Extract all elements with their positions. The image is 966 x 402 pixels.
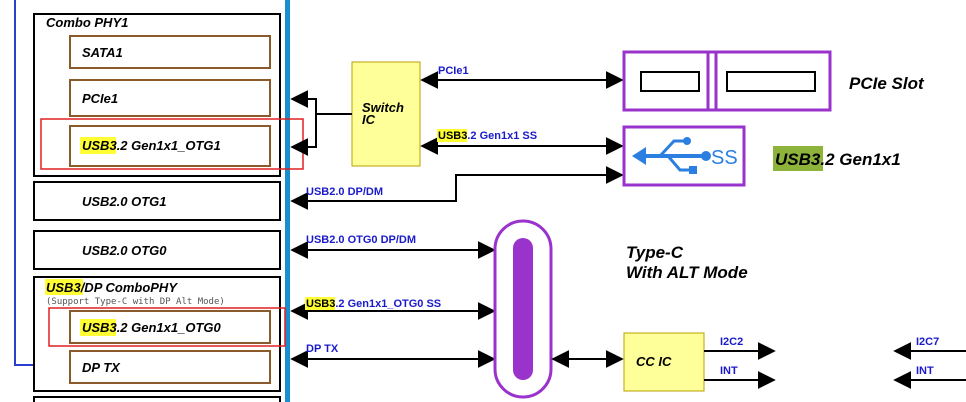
usb3-otg1-highlight (80, 137, 116, 154)
int2-label: INT (916, 365, 934, 377)
usb20-dpdm-label: USB2.0 DP/DM (306, 186, 383, 198)
switch-ic-box (351, 61, 421, 167)
combo-phy1-title: Combo PHY1 (46, 15, 128, 30)
usb-gen-label: USB3.2 Gen1x1 (775, 150, 901, 169)
switch-to-pcie1-line (290, 90, 352, 115)
red-highlight-otg0 (48, 307, 286, 347)
type-c-label-2: With ALT Mode (626, 263, 748, 282)
bottom-partial-box (33, 396, 281, 402)
dp-tx-signal-label: DP TX (306, 343, 339, 355)
cc-ic-label: CC IC (636, 354, 672, 369)
usb20-otg0-label: USB2.0 OTG0 (82, 243, 167, 258)
usb3dp-title-highlight (45, 279, 83, 295)
cc-ic-box (623, 332, 705, 392)
usb-otg0-ss-highlight (305, 297, 335, 310)
usb-gen-label-highlight (773, 146, 823, 171)
pcie1-signal-label: PCIe1 (438, 65, 469, 77)
pcie-slot-label: PCIe Slot (849, 74, 925, 93)
sata1-label: SATA1 (82, 45, 123, 60)
usb3-otg1-label: USB3.2 Gen1x1_OTG1 (82, 138, 221, 153)
switch-to-usb-otg1-line (290, 114, 317, 156)
usb-ss-signal-highlight (437, 129, 467, 142)
usb20-otg1-box (33, 181, 281, 221)
type-c-label-1: Type-C (626, 243, 684, 262)
usb20-otg1-label: USB2.0 OTG1 (82, 194, 167, 209)
usb-ss-signal-label: USB3.2 Gen1x1 SS (438, 130, 537, 142)
usb3dp-title: USB3/DP ComboPHY (46, 280, 178, 295)
switch-ic-label-2: IC (362, 112, 376, 127)
usb20-otg0-dpdm-label: USB2.0 OTG0 DP/DM (306, 234, 416, 246)
usb20-dpdm-line (290, 166, 624, 210)
soc-bus-line (285, 0, 290, 402)
dp-tx-label: DP TX (82, 360, 121, 375)
usb3-otg0-highlight (80, 319, 116, 336)
pcie1-box (69, 79, 271, 117)
usb-ss-icon (632, 137, 711, 174)
type-c-tongue (513, 238, 533, 380)
usb3-otg0-label: USB3.2 Gen1x1_OTG0 (82, 320, 222, 335)
usb-ss-icon-text: SS (711, 147, 738, 169)
usb3dp-note: (Support Type-C with DP Alt Mode) (46, 297, 225, 307)
usb-otg0-ss-label: USB3.2 Gen1x1_OTG0 SS (306, 298, 441, 310)
i2c7-label: I2C7 (916, 336, 939, 348)
pcie-slot-contact-2 (726, 71, 816, 92)
dp-tx-box (69, 350, 271, 384)
switch-ic-label-1: Switch (362, 100, 404, 115)
pcie1-label: PCIe1 (82, 91, 118, 106)
sata1-box (69, 35, 271, 69)
int1-label: INT (720, 365, 738, 377)
pcie-slot-contact-1 (640, 71, 700, 92)
i2c2-label: I2C2 (720, 336, 743, 348)
usb20-otg0-box (33, 230, 281, 270)
